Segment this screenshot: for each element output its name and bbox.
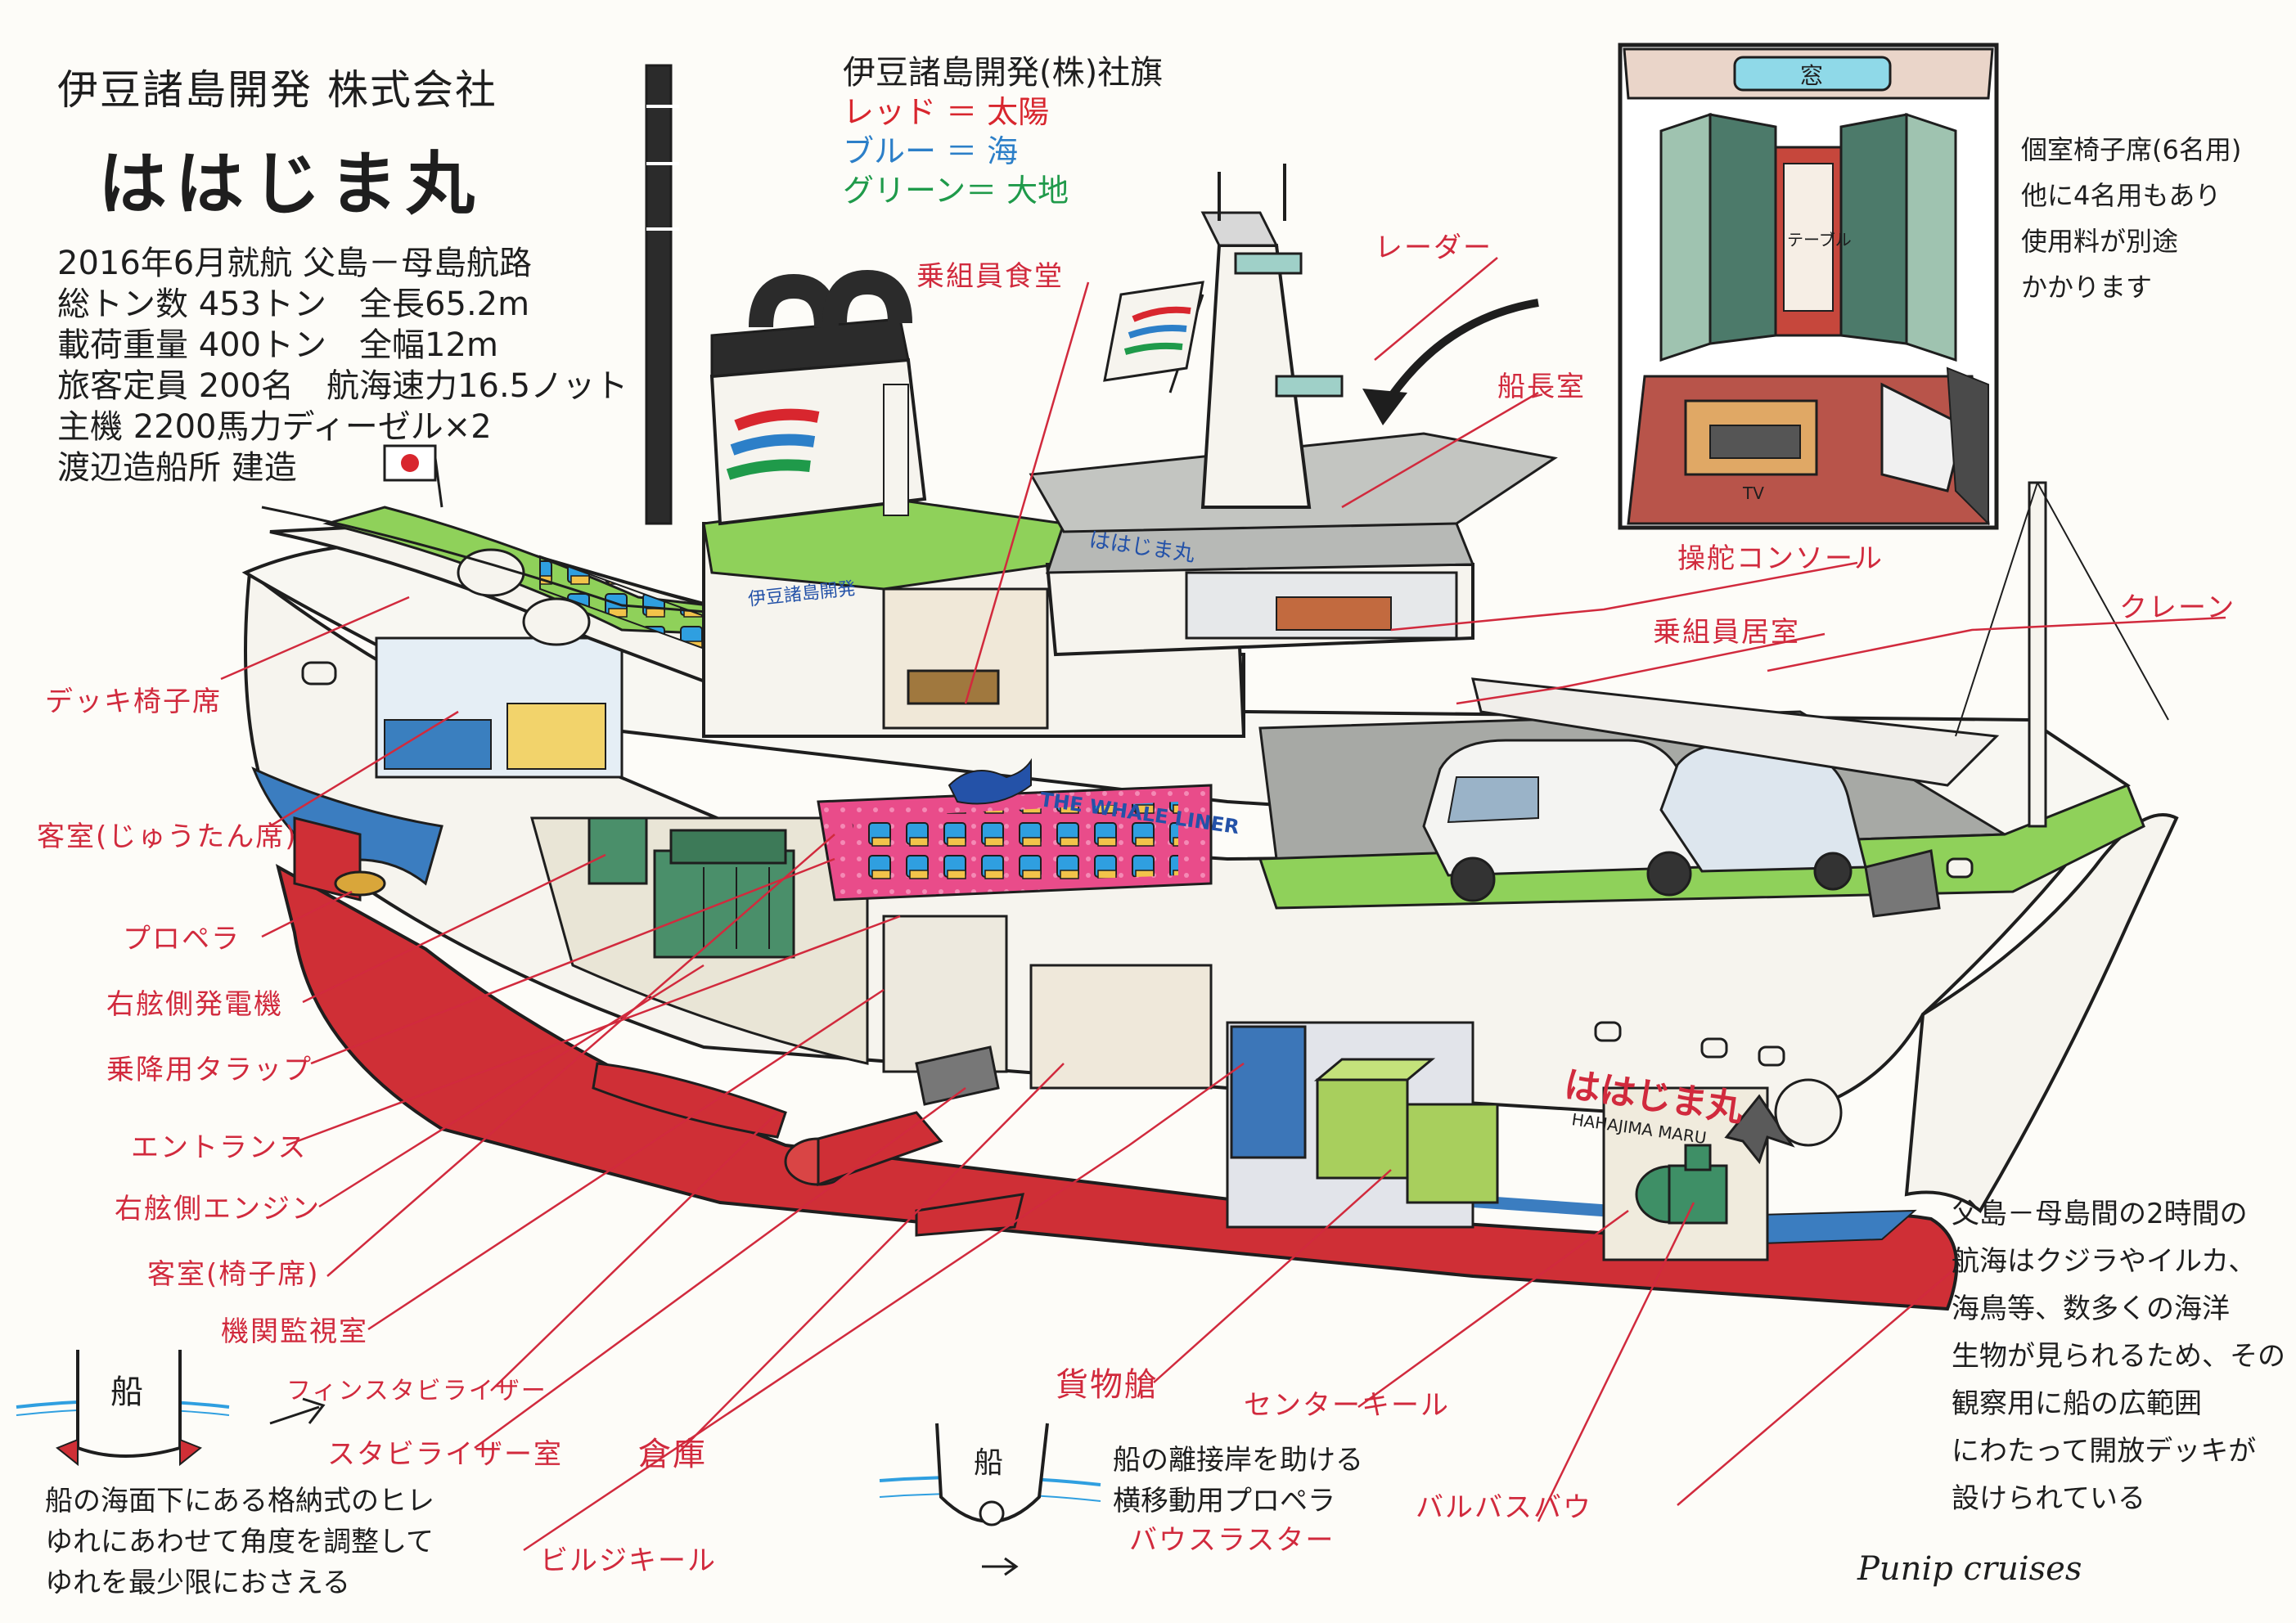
voyage-note: 父島－母島間の2時間の 航海はクジラやイルカ、 海鳥等、数多くの海洋 生物が見ら… xyxy=(1952,1190,2285,1522)
spec-line: 載荷重量 400トン 全幅12m xyxy=(57,326,498,364)
callout-center-keel: センターキール xyxy=(1244,1389,1450,1422)
inset-window-label: 窓 xyxy=(1800,62,1823,89)
propeller-shape xyxy=(334,870,386,897)
voyage-note-line: 観察用に船の広範囲 xyxy=(1952,1387,2202,1420)
flag-legend-red: レッド ＝ 太陽 xyxy=(843,94,1050,130)
callout-deck-seats: デッキ椅子席 xyxy=(45,686,222,718)
inset-note-line: 個室椅子席(6名用) xyxy=(2021,134,2242,165)
voyage-note-line: 海鳥等、数多くの海洋 xyxy=(1952,1293,2230,1325)
hull-blue-stripe xyxy=(251,767,443,886)
callout-bilge-keel: ビルジキール xyxy=(540,1544,717,1577)
voyage-note-line: にわたって開放デッキが xyxy=(1952,1435,2257,1468)
stern-mast xyxy=(645,64,673,525)
liferaft-2 xyxy=(522,597,591,646)
callout-storage: 倉庫 xyxy=(638,1436,707,1473)
japan-flag-icon xyxy=(383,444,443,508)
portholes xyxy=(301,661,1974,1067)
callout-gangway: 乗降用タラップ xyxy=(106,1054,313,1086)
company-name: 伊豆諸島開発 株式会社 xyxy=(57,66,497,114)
spec-line: 旅客定員 200名 航海速力16.5ノット xyxy=(57,367,628,405)
callout-crew-mess: 乗組員食堂 xyxy=(916,260,1064,293)
voyage-note-line: 生物が見られるため、その xyxy=(1952,1340,2285,1373)
leader-lines xyxy=(220,257,2226,1552)
stabilizer-ship-label: 船 xyxy=(110,1373,143,1411)
callout-cargo-hold: 貨物艙 xyxy=(1056,1366,1159,1404)
radar-lower xyxy=(1275,375,1344,398)
callout-cabin-carpet: 客室(じゅうたん席) xyxy=(37,820,298,853)
liferaft-1 xyxy=(457,548,525,597)
inset-note: 個室椅子席(6名用) 他に4名用もあり 使用料が別途 かかります xyxy=(2021,127,2241,310)
inset-note-line: かかります xyxy=(2021,272,2153,303)
cargo-container-2 xyxy=(1406,1103,1499,1204)
thruster-note-line: 横移動用プロペラ xyxy=(1113,1485,1335,1517)
voyage-note-line: 航海はクジラやイルカ、 xyxy=(1952,1245,2257,1278)
callout-propeller: プロペラ xyxy=(123,923,241,955)
arrow-icon xyxy=(1379,299,1539,411)
helm-console-shape xyxy=(1276,596,1392,631)
callout-generator: 右舷側発電機 xyxy=(106,988,283,1021)
flag-legend-green: グリーン＝ 大地 xyxy=(843,173,1069,209)
callout-captain-room: 船長室 xyxy=(1497,371,1586,403)
artist-signature: Punip cruises xyxy=(1857,1550,2082,1588)
thruster-ship-label: 船 xyxy=(974,1446,1003,1480)
callout-crew-quarters: 乗組員居室 xyxy=(1653,616,1800,649)
stabilizer-machine xyxy=(915,1045,1000,1106)
inset-note-line: 使用料が別途 xyxy=(2021,226,2179,257)
callout-engine-control: 機関監視室 xyxy=(221,1315,368,1348)
inset-private-room xyxy=(1618,43,1999,530)
spec-line: 渡辺造船所 建造 xyxy=(57,449,297,487)
generator-block xyxy=(588,816,648,885)
spec-line: 2016年6月就航 父島－母島航路 xyxy=(57,245,532,282)
thruster-note-line: 船の離接岸を助ける xyxy=(1113,1444,1363,1477)
fin-stabilizer-shape xyxy=(592,1062,787,1139)
inset-tv-label: TV xyxy=(1742,483,1764,503)
company-flag-legend: 伊豆諸島開発(株)社旗 レッド ＝ 太陽 ブルー ＝ 海 グリーン＝ 大地 xyxy=(843,53,1163,210)
van-1 xyxy=(1422,739,1704,902)
radar-upper xyxy=(1234,252,1303,275)
callout-stabilizer-room: スタビライザー室 xyxy=(327,1438,563,1471)
cargo-blue-stack xyxy=(1230,1025,1307,1159)
engine-block xyxy=(653,849,795,959)
thruster-note: 船の離接岸を助ける 横移動用プロペラ xyxy=(1113,1440,1363,1522)
company-flag-icon xyxy=(1103,281,1204,393)
whale-icon xyxy=(948,758,1032,805)
callout-engine: 右舷側エンジン xyxy=(115,1193,321,1225)
spec-line: 総トン数 453トン 全長65.2m xyxy=(57,285,530,323)
ship-specification: 伊豆諸島開発 株式会社 ははじま丸 2016年6月就航 父島－母島航路 総トン数… xyxy=(57,57,646,488)
callout-fin-stabilizer: フィンスタビライザー xyxy=(286,1377,547,1405)
inset-table-label: テーブル xyxy=(1787,230,1852,250)
callout-radar: レーダー xyxy=(1375,232,1492,264)
callout-bulbous-bow: バルバスバウ xyxy=(1416,1491,1592,1524)
stabilizer-diagram xyxy=(16,1350,326,1467)
callout-crane: クレーン xyxy=(2119,591,2236,624)
voyage-note-line: 父島－母島間の2時間の xyxy=(1952,1198,2248,1230)
ship-name: ははじま丸 xyxy=(98,144,484,224)
inset-note-line: 他に4名用もあり xyxy=(2021,180,2222,211)
crane-mast xyxy=(2028,481,2047,828)
stabilizer-note-line: ゆれを最少限におさえる xyxy=(45,1567,350,1599)
thruster-diagram xyxy=(879,1423,1101,1576)
cargo-container-1 xyxy=(1316,1078,1409,1180)
callout-bow-thruster: バウスラスター xyxy=(1129,1524,1335,1557)
stabilizer-note: 船の海面下にある格納式のヒレ ゆれにあわせて角度を調整して ゆれを最少限におさえ… xyxy=(45,1481,434,1603)
flag-legend-blue: ブルー ＝ 海 xyxy=(843,133,1019,169)
spec-line: 主機 2200馬力ディーゼル×2 xyxy=(57,408,492,446)
callout-helm-console: 操舵コンソール xyxy=(1677,542,1884,575)
callout-cabin-chairs: 客室(椅子席) xyxy=(147,1258,320,1291)
callout-entrance: エントランス xyxy=(131,1131,308,1164)
crane-hook-drum xyxy=(1864,849,1941,918)
voyage-note-line: 設けられている xyxy=(1952,1482,2145,1515)
anchor xyxy=(1724,1094,1795,1165)
crew-mess-room xyxy=(882,587,1049,730)
bow xyxy=(1904,813,2179,1213)
flag-legend-title: 伊豆諸島開発(株)社旗 xyxy=(843,54,1164,92)
stabilizer-note-line: 船の海面下にある格納式のヒレ xyxy=(45,1485,434,1517)
stabilizer-note-line: ゆれにあわせて角度を調整して xyxy=(45,1526,434,1558)
